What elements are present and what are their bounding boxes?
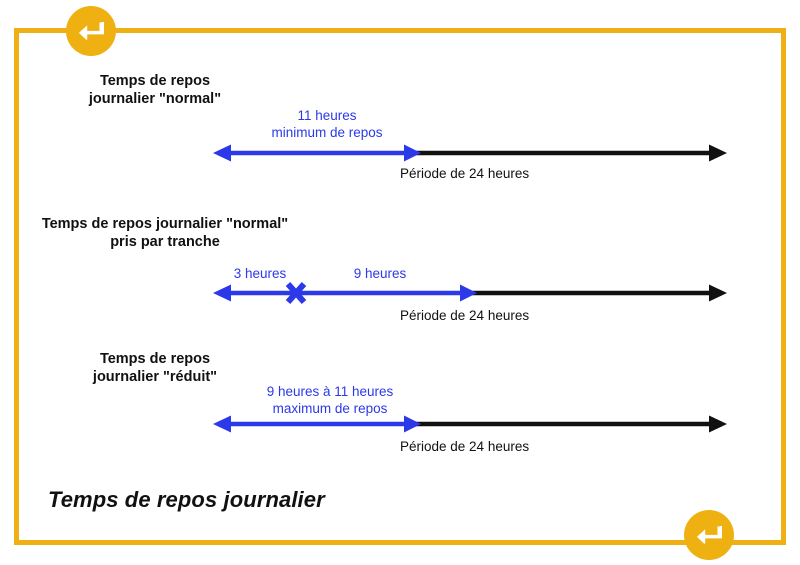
- row-reduit-timeline: [213, 415, 727, 433]
- row-reduit-axis-label: Période de 24 heures: [400, 439, 530, 454]
- return-arrow-icon: [78, 20, 104, 42]
- row-normal-timeline: [213, 144, 727, 162]
- row-par-tranche-axis-label: Période de 24 heures: [400, 308, 530, 323]
- row-par-tranche-segment1-label: 3 heures: [233, 266, 287, 281]
- row-normal-axis-label: Période de 24 heures: [400, 166, 530, 181]
- row-reduit-rest-label: 9 heures à 11 heures maximum de repos: [266, 384, 394, 416]
- row-par-tranche-timeline: [213, 282, 727, 304]
- row-par-tranche-segment2-label: 9 heures: [353, 266, 407, 281]
- diagram-title: Temps de repos journalier: [48, 487, 325, 512]
- row-par-tranche-title: Temps de repos journalier "normal" pris …: [41, 216, 289, 250]
- row-reduit-title: Temps de repos journalier "réduit": [92, 351, 218, 385]
- row-reduit-rest-arrow: [213, 415, 421, 433]
- row-normal-rest-arrow: [213, 144, 421, 162]
- row-par-tranche-rest-arrow: [213, 284, 477, 302]
- row-normal-period-arrow: [409, 144, 727, 162]
- row-reduit-period-arrow: [409, 415, 727, 433]
- row-normal-title: Temps de repos journalier "normal": [88, 73, 222, 107]
- return-arrow-badge-bottom[interactable]: [684, 510, 734, 560]
- split-marker-x-icon: [285, 282, 307, 304]
- row-par-tranche-period-arrow: [464, 284, 727, 302]
- row-normal-rest-label: 11 heures minimum de repos: [271, 108, 383, 140]
- golden-frame-border: [14, 28, 786, 545]
- return-arrow-icon: [696, 524, 722, 546]
- return-arrow-badge-top[interactable]: [66, 6, 116, 56]
